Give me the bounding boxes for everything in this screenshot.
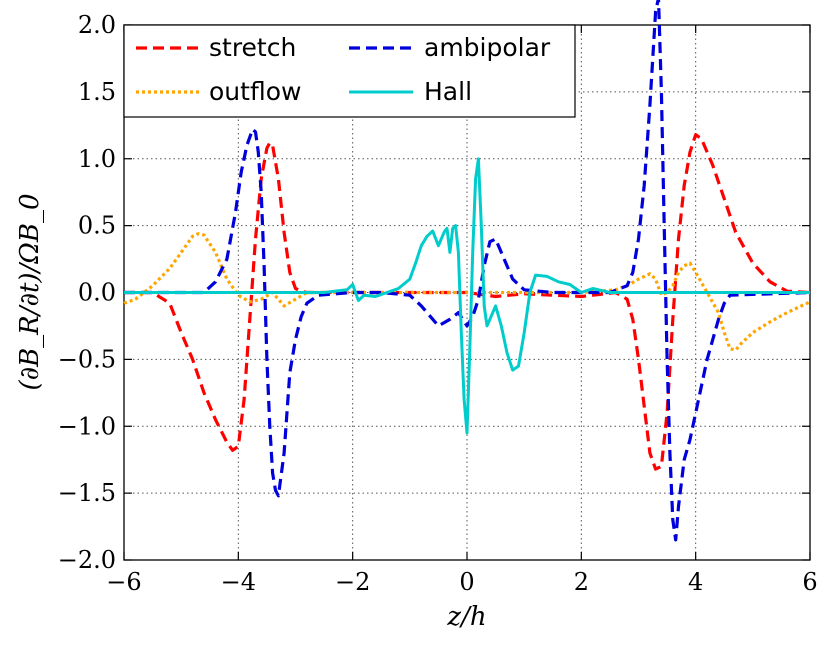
y-tick-label: −1.5 <box>58 479 116 507</box>
series-layer <box>123 0 811 542</box>
x-tick-label: 6 <box>802 568 817 596</box>
y-tick-label: −2.0 <box>58 546 116 574</box>
y-tick-label: 1.0 <box>78 145 116 173</box>
legend-label-ambipolar: ambipolar <box>424 33 551 62</box>
legend-box <box>123 24 576 118</box>
x-tick-label: −2 <box>335 568 370 596</box>
y-tick-label: 1.5 <box>78 78 116 106</box>
y-tick-label: 2.0 <box>78 11 116 39</box>
y-tick-label: 0.5 <box>78 212 116 240</box>
series-line-ambipolar <box>124 0 811 542</box>
y-tick-label: −1.0 <box>58 412 116 440</box>
series-line-outflow <box>123 232 811 352</box>
legend: stretch ambipolar outflow Hall <box>123 24 576 118</box>
legend-label-stretch: stretch <box>209 33 296 62</box>
axis-ticks: −6 −4 −2 0 2 4 6 −2.0 −1.5 −1.0 −0.5 0.0 0.5 1.0 1.5 2.… <box>58 11 818 596</box>
x-tick-label: −6 <box>106 568 141 596</box>
x-axis-label: z/h <box>446 602 486 632</box>
x-tick-label: 0 <box>459 568 474 596</box>
y-axis-label: (∂B_R/∂t)/ΩB_0 <box>15 193 45 390</box>
y-tick-label: −0.5 <box>58 345 116 373</box>
series-line-stretch <box>124 133 811 471</box>
x-tick-label: −4 <box>221 568 256 596</box>
legend-label-hall: Hall <box>424 77 472 106</box>
y-tick-label: 0.0 <box>78 279 116 307</box>
x-tick-label: 2 <box>574 568 589 596</box>
x-tick-label: 4 <box>688 568 703 596</box>
legend-label-outflow: outflow <box>209 77 301 106</box>
series-line-hall <box>124 157 810 435</box>
